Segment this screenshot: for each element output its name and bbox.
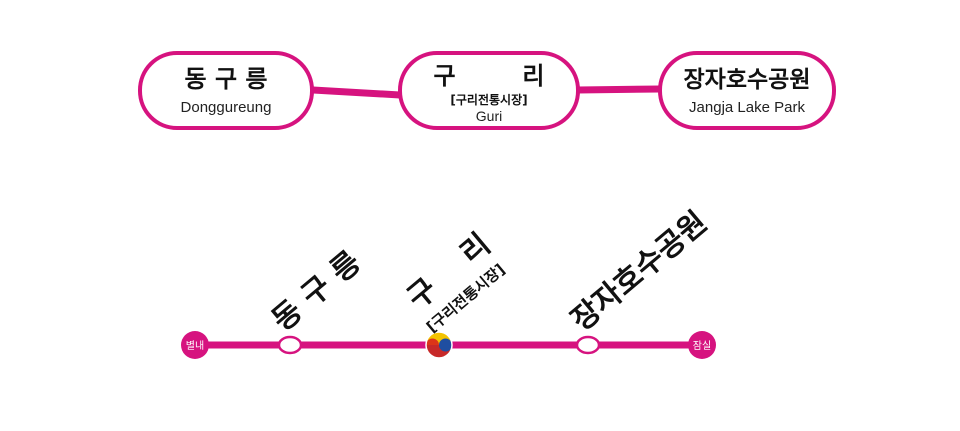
top-connector-right (577, 85, 661, 94)
top-connector-left (312, 86, 401, 99)
station-name: 동 구 릉 (266, 245, 368, 338)
top-station-guri[interactable]: 구 리 [구리전통시장] Guri (398, 51, 580, 130)
transfer-icon[interactable] (425, 331, 453, 359)
station-name: 장자호수공원 (565, 205, 714, 338)
terminus-label: 별내 (186, 340, 204, 352)
station-label-jangja-lake-park: 장자호수공원 (565, 205, 714, 338)
top-station-name-ko: 장자호수공원 (684, 67, 811, 93)
station-marker-donggureung[interactable] (277, 335, 303, 355)
top-station-name-en: Jangja Lake Park (689, 99, 805, 116)
terminus-label: 잠실 (693, 340, 711, 352)
top-station-name-en: Guri (476, 108, 502, 124)
top-station-name-ko: 동 구 릉 (185, 65, 268, 93)
terminus-byeollae[interactable]: 별내 (181, 331, 209, 359)
top-station-sub-name: [구리전통시장] (450, 92, 527, 107)
top-station-name-ko: 구 리 (433, 62, 544, 90)
top-station-donggureung[interactable]: 동 구 릉 Donggureung (138, 51, 314, 130)
top-station-name-en: Donggureung (181, 99, 272, 116)
station-label-donggureung: 동 구 릉 (266, 245, 368, 338)
terminus-jamsil[interactable]: 잠실 (688, 331, 716, 359)
station-marker-jangja-lake-park[interactable] (575, 335, 601, 355)
top-station-jangja-lake-park[interactable]: 장자호수공원 Jangja Lake Park (658, 51, 836, 130)
